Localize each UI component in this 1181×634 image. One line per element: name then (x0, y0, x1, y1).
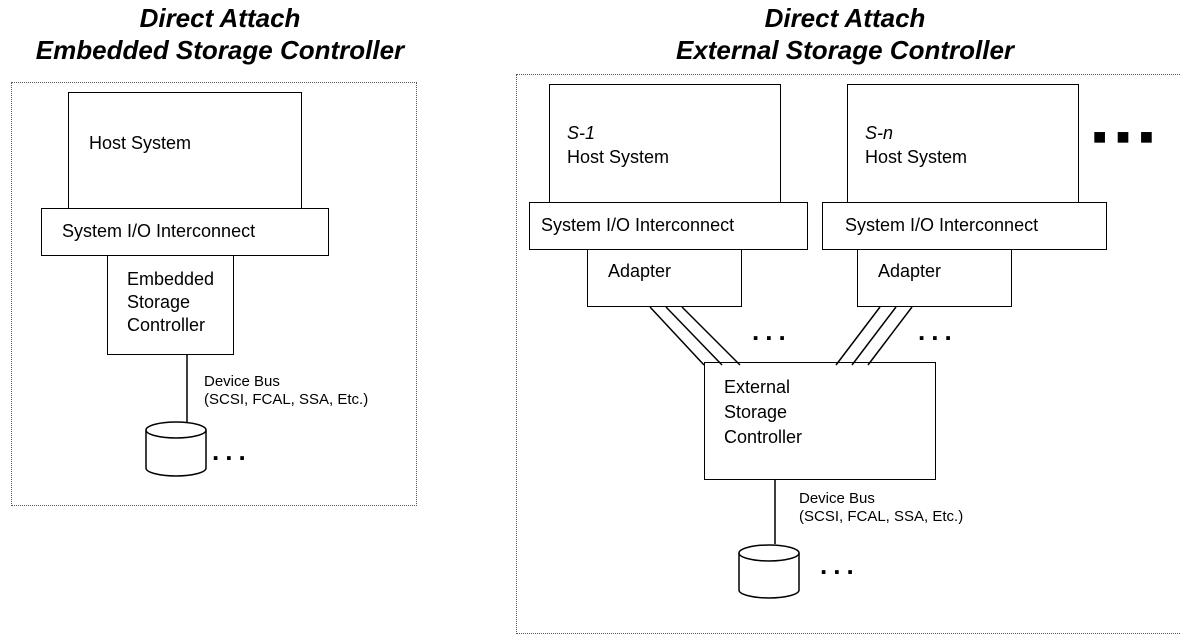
diagram-connectors (145, 306, 913, 599)
right-links1-ellipsis: ... (752, 316, 792, 346)
left-title-line1: Direct Attach (139, 3, 301, 33)
right-host-s1: S-1 Host System (549, 84, 781, 204)
right-disk-ellipsis: ... (820, 550, 860, 580)
left-host-label: Host System (89, 133, 192, 153)
right-controller-line2: Storage (724, 402, 788, 422)
left-frame (11, 82, 417, 506)
right-bus-line1: Device Bus (799, 490, 875, 507)
right-external-controller: External Storage Controller (704, 362, 936, 480)
right-interconnect2-label: System I/O Interconnect (845, 215, 1039, 235)
right-controller-line3: Controller (724, 427, 803, 447)
right-adapter-1: Adapter (587, 249, 742, 307)
right-link-adapter1 (649, 306, 741, 366)
right-hostn-id: S-n (865, 123, 894, 143)
left-disk-ellipsis: ... (212, 436, 252, 466)
right-host1-id: S-1 (567, 123, 596, 143)
left-bus-line1: Device Bus (204, 373, 280, 390)
right-title: Direct Attach External Storage Controlle… (620, 2, 1070, 66)
left-interconnect: System I/O Interconnect (41, 208, 329, 256)
right-links2-ellipsis: ... (918, 316, 958, 346)
right-hosts-ellipsis: ■ ■ ■ (1093, 124, 1156, 149)
left-controller-line2: Storage (127, 292, 191, 312)
left-disk-icon (145, 421, 207, 477)
right-controller-line1: External (724, 377, 791, 397)
left-bus-line2: (SCSI, FCAL, SSA, Etc.) (204, 391, 369, 408)
left-title: Direct Attach Embedded Storage Controlle… (10, 2, 430, 66)
right-adapter-2: Adapter (857, 249, 1012, 307)
right-adapter2-label: Adapter (878, 261, 942, 281)
right-title-line2: External Storage Controller (675, 35, 1015, 65)
right-host1-label: Host System (567, 147, 670, 167)
right-interconnect1-label: System I/O Interconnect (541, 215, 735, 235)
left-controller-line3: Controller (127, 315, 206, 335)
right-disk-icon (738, 544, 800, 599)
right-title-line1: Direct Attach (764, 3, 926, 33)
right-hostn-label: Host System (865, 147, 968, 167)
right-host-sn: S-n Host System (847, 84, 1079, 204)
left-embedded-controller: Embedded Storage Controller (107, 255, 234, 355)
right-link-adapter2 (835, 306, 913, 366)
left-interconnect-label: System I/O Interconnect (62, 221, 256, 241)
right-bus-line2: (SCSI, FCAL, SSA, Etc.) (799, 508, 964, 525)
left-controller-line1: Embedded (127, 269, 215, 289)
left-title-line2: Embedded Storage Controller (35, 35, 405, 65)
right-adapter1-label: Adapter (608, 261, 672, 281)
